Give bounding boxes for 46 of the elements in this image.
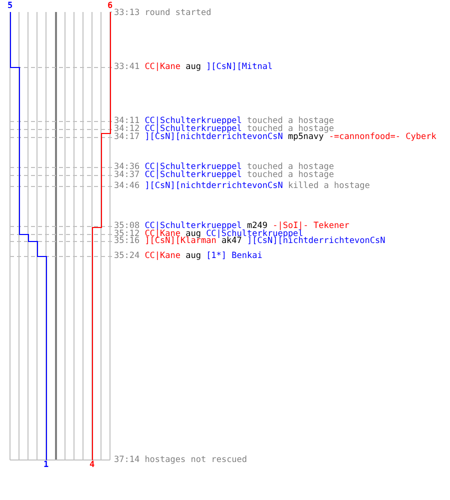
timestamp: 35:08 <box>114 221 140 231</box>
player-name: CC|Kane <box>144 251 181 261</box>
player-name: ][CsN][nichtderrichtevonCsN <box>144 132 283 142</box>
timestamp: 34:36 <box>114 162 140 172</box>
weapon-name: m249 <box>247 221 268 231</box>
weapon-name: mp5navy <box>288 132 324 142</box>
timestamp: 34:11 <box>114 116 140 126</box>
event-text: killed a hostage <box>288 181 370 191</box>
event-text: touched a hostage <box>247 162 334 172</box>
player-name: ][CsN][Mitnal <box>206 62 273 72</box>
player-count: 4 <box>89 461 95 469</box>
timestamp: 33:13 <box>114 8 140 18</box>
player-name: CC|Schulterkrueppel <box>144 116 242 126</box>
player-name: ][CsN][nichtderrichtevonCsN <box>247 236 386 246</box>
event-text: touched a hostage <box>247 124 334 134</box>
timestamp: 34:37 <box>114 170 140 180</box>
player-name: CC|Schulterkrueppel <box>144 124 242 134</box>
player-name: ][CsN][nichtderrichtevonCsN <box>144 181 283 191</box>
timestamp: 34:12 <box>114 124 140 134</box>
player-name: ][CsN][Klarman <box>144 236 216 246</box>
timestamp: 35:24 <box>114 251 140 261</box>
weapon-name: aug <box>186 62 201 72</box>
timestamp: 34:46 <box>114 181 140 191</box>
timestamp: 35:16 <box>114 236 140 246</box>
player-name: CC|Schulterkrueppel <box>206 229 304 239</box>
event-text: hostages not rescued <box>144 455 248 465</box>
player-name: -=cannonfood=- Cyberk <box>328 132 436 142</box>
player-count: 6 <box>107 2 113 10</box>
player-count: 5 <box>7 2 13 10</box>
event-text: touched a hostage <box>247 116 334 126</box>
weapon-name: aug <box>186 251 201 261</box>
player-name: CC|Schulterkrueppel <box>144 170 242 180</box>
player-count: 1 <box>43 461 49 469</box>
player-name: CC|Kane <box>144 62 181 72</box>
event-text: round started <box>144 8 212 18</box>
player-name: CC|Schulterkrueppel <box>144 162 242 172</box>
player-name: CC|Kane <box>144 229 181 239</box>
weapon-name: aug <box>186 229 201 239</box>
timestamp: 37:14 <box>114 455 140 465</box>
timestamp: 33:41 <box>114 62 140 72</box>
weapon-name: ak47 <box>221 236 242 246</box>
player-name: [1*] Benkai <box>206 251 262 261</box>
timestamp: 34:17 <box>114 132 140 142</box>
event-text: touched a hostage <box>247 170 334 180</box>
player-name: -|SoI|- Tekener <box>272 221 350 231</box>
player-name: CC|Schulterkrueppel <box>144 221 242 231</box>
